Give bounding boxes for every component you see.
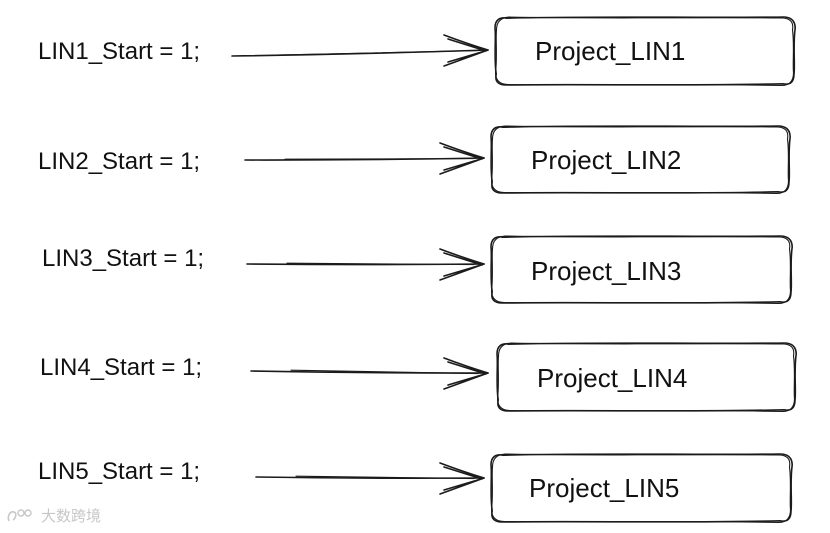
project-box-lin2: Project_LIN2 [490, 125, 791, 195]
project-box-lin4: Project_LIN4 [496, 342, 797, 413]
arrow-shaft-stroke2-lin3 [286, 262, 475, 266]
statement-lin1: LIN1_Start = 1; [38, 38, 201, 65]
project-box-lin1: Project_LIN1 [494, 16, 796, 87]
box-outline-lin4 [496, 342, 797, 412]
arrow-lin4 [250, 357, 489, 390]
box-outline-stroke2-lin3 [490, 235, 792, 305]
arrow-head-lin3 [439, 248, 485, 281]
arrow-lin3 [246, 248, 485, 281]
arrow-head-lin4 [443, 357, 489, 390]
watermark: 大数跨境 [6, 505, 101, 526]
box-outline-stroke2-lin4 [496, 342, 796, 413]
watermark-text: 大数跨境 [41, 507, 102, 525]
arrow-head-lin1 [443, 34, 489, 67]
box-outline-lin3 [490, 235, 793, 304]
brand-logo-icon [7, 508, 32, 521]
project-box-lin5: Project_LIN5 [490, 453, 793, 524]
arrow-lin2 [244, 142, 485, 175]
statement-lin2: LIN2_Start = 1; [38, 148, 201, 175]
arrow-shaft-stroke2-lin2 [284, 158, 475, 160]
box-outline-stroke2-lin2 [490, 125, 790, 195]
project-label-lin4: Project_LIN4 [537, 363, 687, 393]
arrow-head-lin2 [439, 142, 485, 175]
arrow-shaft-stroke2-lin5 [295, 475, 475, 480]
arrow-shaft-stroke2-lin4 [290, 369, 479, 375]
statement-lin3: LIN3_Start = 1; [42, 245, 205, 272]
project-label-lin3: Project_LIN3 [531, 256, 681, 286]
arrow-lin5 [255, 462, 485, 495]
arrow-shaft-stroke2-lin1 [271, 50, 479, 56]
arrow-lin1 [231, 34, 489, 67]
arrow-head-lin5 [439, 462, 485, 495]
statement-lin4: LIN4_Start = 1; [40, 354, 203, 381]
project-label-lin2: Project_LIN2 [531, 145, 681, 175]
box-outline-lin1 [494, 16, 796, 86]
project-label-lin5: Project_LIN5 [529, 473, 679, 503]
project-box-lin3: Project_LIN3 [490, 235, 793, 305]
statement-lin5: LIN5_Start = 1; [38, 458, 201, 485]
project-label-lin1: Project_LIN1 [535, 36, 685, 66]
box-outline-stroke2-lin5 [490, 453, 792, 524]
box-outline-lin2 [490, 125, 791, 194]
box-outline-lin5 [490, 453, 793, 523]
box-outline-stroke2-lin1 [494, 16, 795, 87]
